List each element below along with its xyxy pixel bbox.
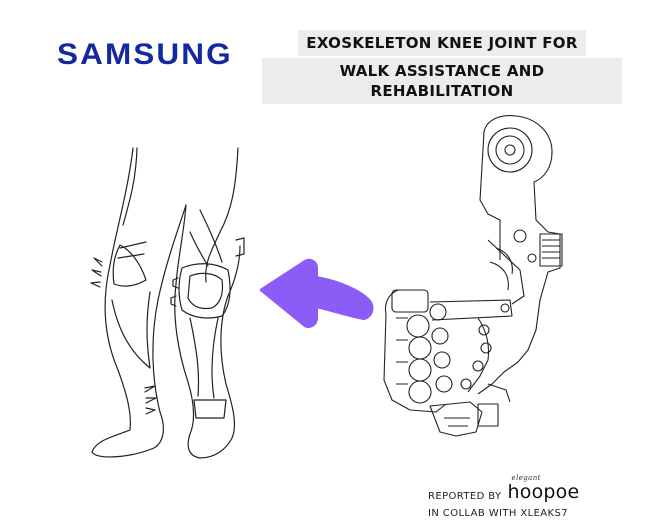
hoopoe-logo: elegant hoopoe xyxy=(507,474,580,503)
title-line-2: WALK ASSISTANCE AND REHABILITATION xyxy=(262,58,622,104)
samsung-logo: SAMSUNG xyxy=(57,38,233,71)
brand-name: hoopoe xyxy=(507,481,580,503)
credit-block: REPORTED BY elegant hoopoe IN COLLAB WIT… xyxy=(428,474,580,519)
arrow-left-icon xyxy=(260,258,374,329)
title-line-1: EXOSKELETON KNEE JOINT FOR xyxy=(298,30,586,56)
reported-by-label: REPORTED BY xyxy=(428,491,502,502)
collab-label: IN COLLAB WITH XLEAKS7 xyxy=(428,508,569,519)
page-title: EXOSKELETON KNEE JOINT FOR WALK ASSISTAN… xyxy=(262,30,622,106)
legs-illustration xyxy=(90,147,245,459)
brand-small-label: elegant xyxy=(511,474,541,482)
exoskeleton-knee-mechanism xyxy=(383,115,563,437)
